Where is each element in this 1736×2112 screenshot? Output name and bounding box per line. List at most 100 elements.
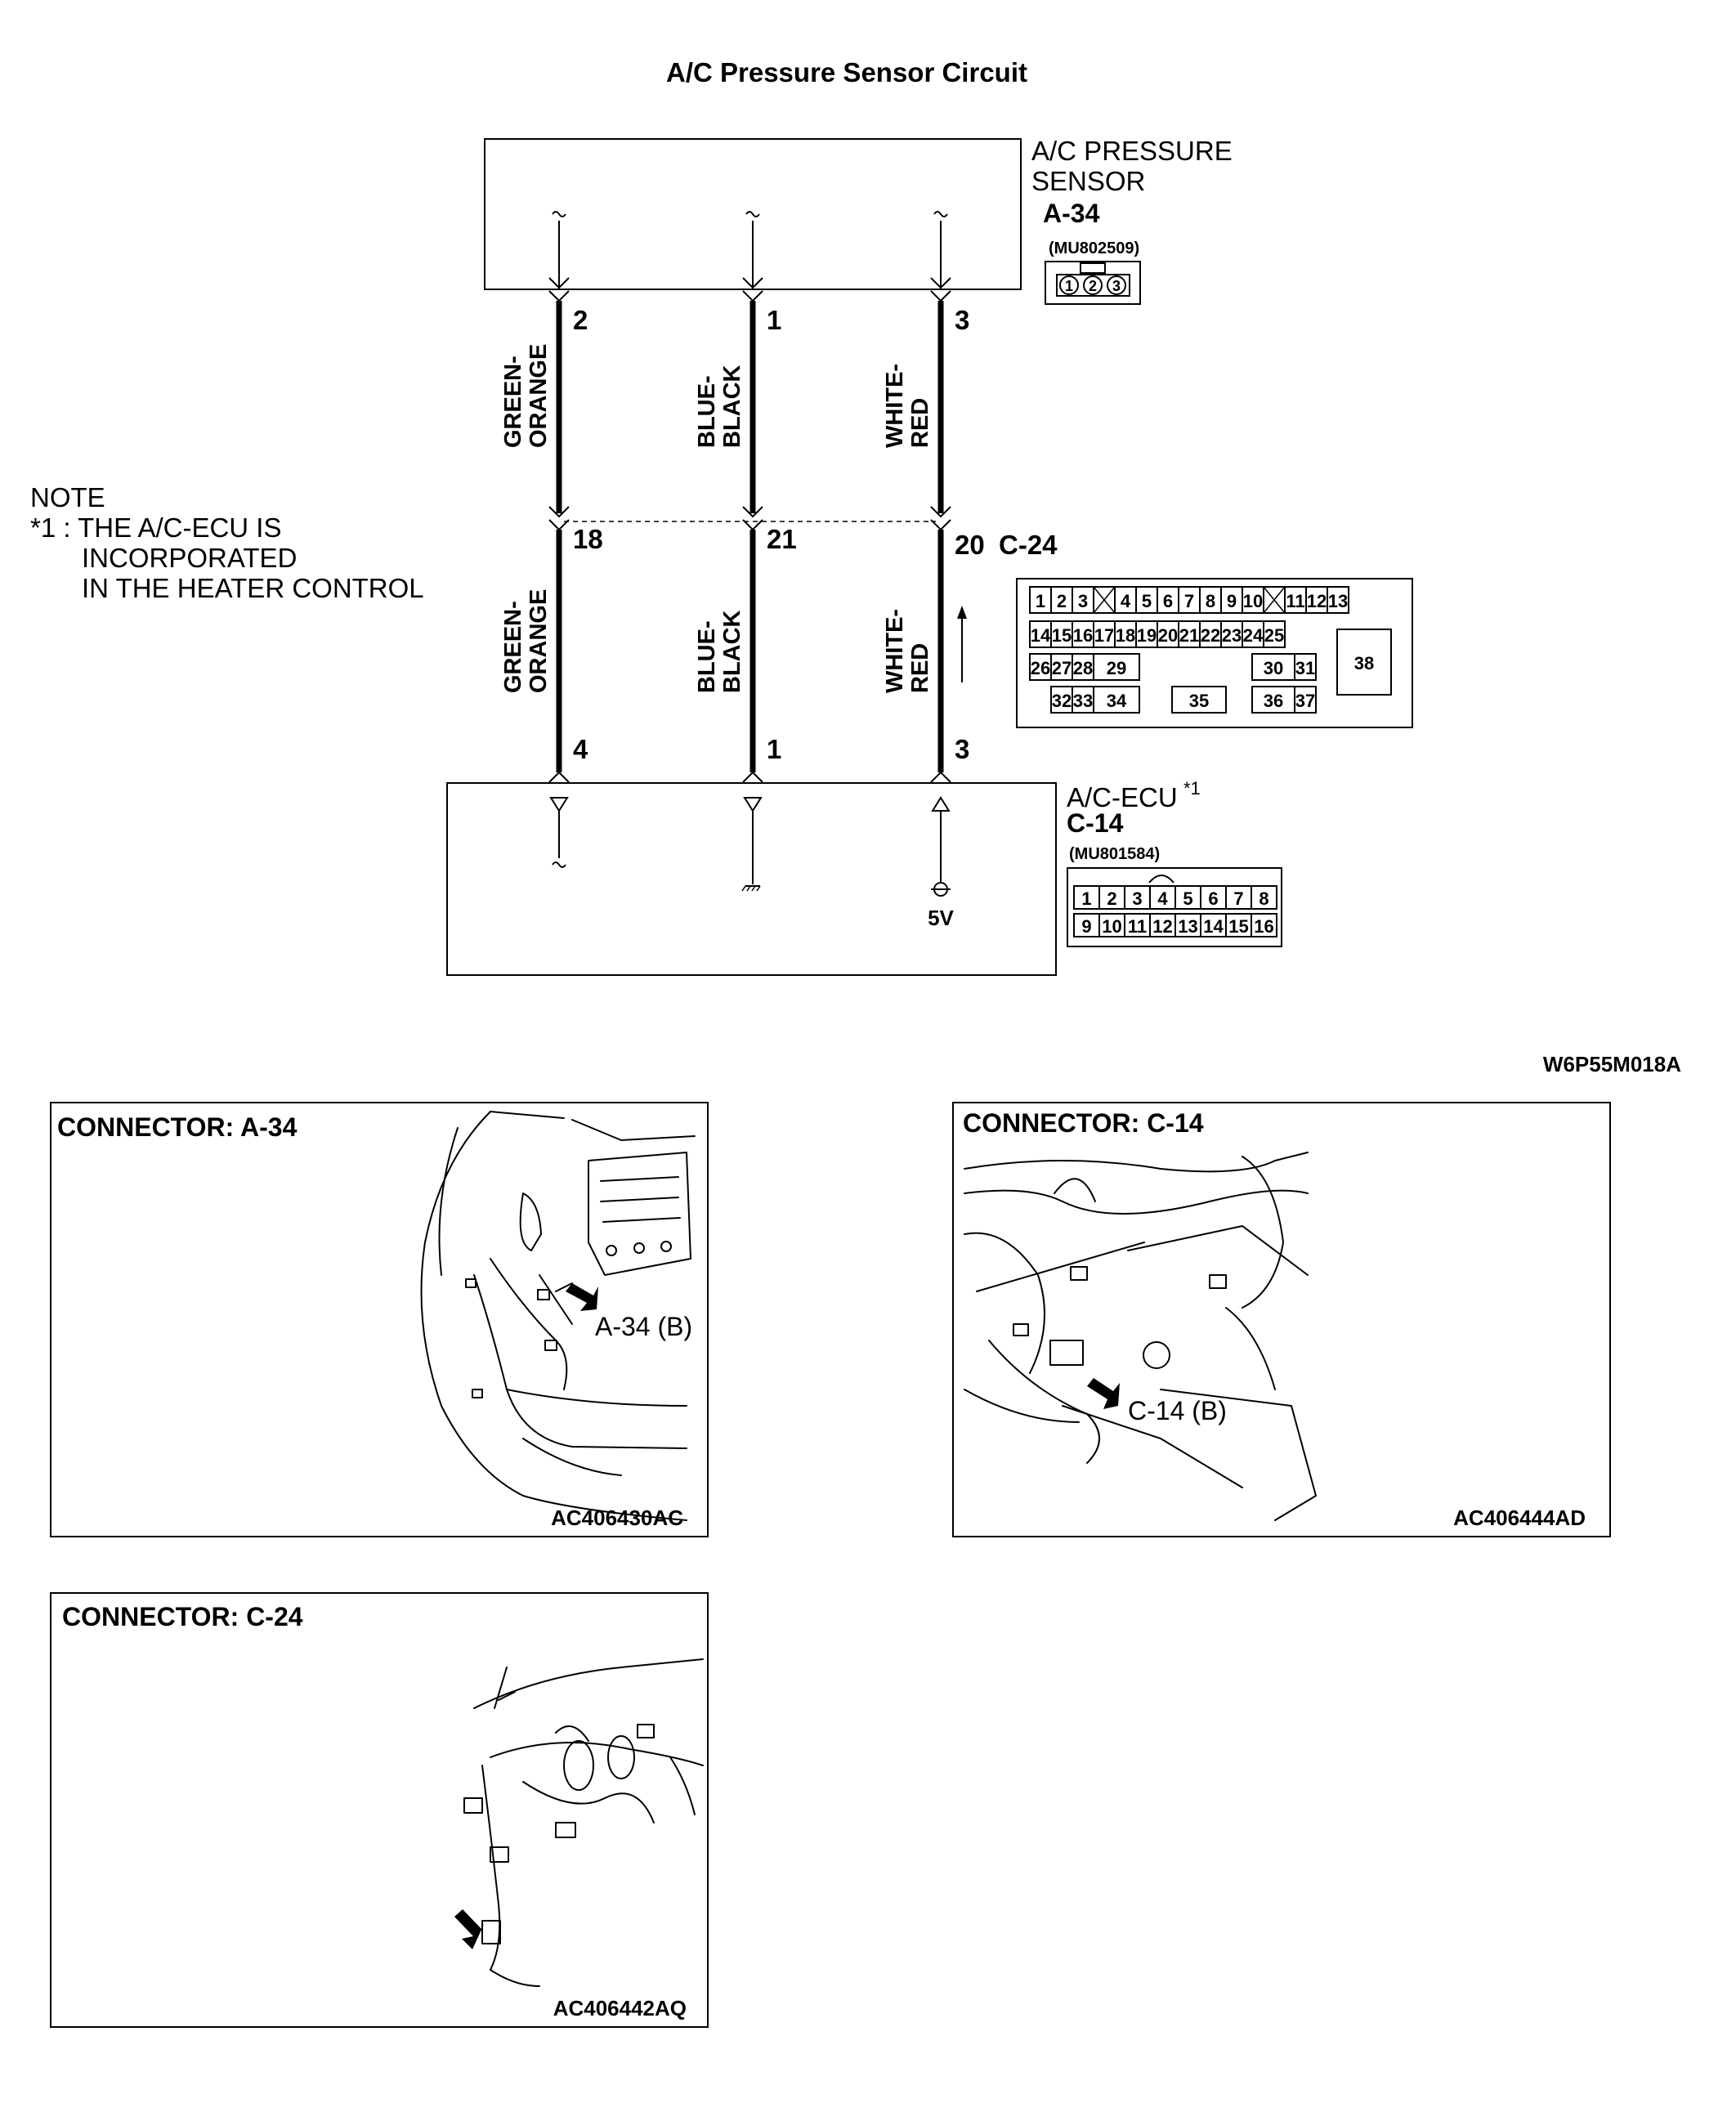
- c14-pin-4: 4: [1157, 888, 1168, 909]
- c24-pin-12: 12: [1307, 591, 1327, 611]
- wire3-color-lower-line1: WHITE-: [882, 609, 908, 693]
- c24-pin-34: 34: [1107, 691, 1127, 711]
- sensor-name-line1: A/C PRESSURE: [1031, 136, 1233, 166]
- sensor-pin-2: 2: [1089, 278, 1097, 294]
- figure-code: W6P55M018A: [1543, 1052, 1681, 1076]
- c24-pin-37: 37: [1295, 691, 1315, 711]
- panel-connector-c24: CONNECTOR: C-24 AC406442AQ: [50, 1592, 709, 2028]
- c24-pin-9: 9: [1227, 591, 1237, 611]
- panel-c14-heading: CONNECTOR: C-14: [963, 1108, 1204, 1138]
- panel-c24-heading: CONNECTOR: C-24: [62, 1602, 303, 1631]
- c14-pin-12: 12: [1152, 916, 1172, 937]
- c24-pin-38: 38: [1354, 653, 1374, 673]
- wire1-sensor-pin: 2: [573, 305, 588, 335]
- c24-pin-19: 19: [1137, 625, 1157, 646]
- c24-pin-28: 28: [1073, 658, 1093, 678]
- c24-pin-14: 14: [1031, 625, 1051, 646]
- panel-a34-callout: A-34 (B): [595, 1312, 692, 1341]
- note-heading: NOTE: [30, 482, 105, 512]
- diagram-title: A/C Pressure Sensor Circuit: [666, 57, 1027, 87]
- wire-pin-numbers: 2 1 3 18 21 20 C-24 4 1 3: [573, 305, 1058, 764]
- wire3-sensor-pin: 3: [955, 305, 969, 335]
- c14-pin-2: 2: [1107, 888, 1116, 909]
- c24-pin-26: 26: [1031, 658, 1050, 678]
- ecu-connector-label: C-14: [1067, 808, 1124, 838]
- wire1-color-lower-line1: GREEN-: [500, 601, 526, 693]
- c24-pin-3: 3: [1078, 591, 1088, 611]
- wire3-ecu-pin: 3: [955, 734, 969, 764]
- sensor-pin-3: 3: [1112, 278, 1121, 294]
- c24-pin-8: 8: [1206, 591, 1215, 611]
- wire2-color-upper-line2: BLACK: [719, 365, 745, 448]
- ecu-box: [446, 782, 1057, 976]
- sensor-connector-label: A-34: [1043, 199, 1100, 228]
- panel-connector-c14: CONNECTOR: C-14 AC406444AD C-14 (B): [952, 1102, 1611, 1537]
- c24-pin-25: 25: [1264, 625, 1284, 646]
- c14-pin-10: 10: [1102, 916, 1121, 937]
- c24-pin-7: 7: [1184, 591, 1194, 611]
- wire2-color-lower-line2: BLACK: [719, 610, 745, 693]
- c24-pin-17: 17: [1094, 625, 1114, 646]
- sensor-part-number: (MU802509): [1049, 239, 1139, 257]
- c24-pin-30: 30: [1264, 658, 1283, 678]
- wire2-junction-pin: 21: [767, 524, 797, 554]
- c24-pin-24: 24: [1243, 625, 1264, 646]
- wire1-junction-pin: 18: [573, 524, 603, 554]
- c24-pin-29: 29: [1107, 658, 1126, 678]
- sensor-pin-1: 1: [1065, 278, 1073, 294]
- ecu-part-number: (MU801584): [1069, 845, 1160, 863]
- c24-pin-21: 21: [1179, 625, 1199, 646]
- ecu-name: A/C-ECU: [1067, 782, 1178, 812]
- wire1-color-upper-line2: ORANGE: [526, 344, 552, 448]
- c14-pin-1: 1: [1081, 888, 1091, 909]
- c24-pin-4: 4: [1121, 591, 1131, 611]
- panel-c14-callout: C-14 (B): [1128, 1396, 1227, 1425]
- wire2-color-upper-line1: BLUE-: [694, 375, 720, 448]
- ecu-superscript: *1: [1183, 778, 1201, 799]
- ecu-supply-label: 5V: [928, 906, 954, 930]
- wire3-color-lower-line2: RED: [907, 643, 933, 693]
- c14-pin-9: 9: [1081, 916, 1091, 937]
- c24-pin-11: 11: [1286, 591, 1304, 611]
- c14-pin-6: 6: [1208, 888, 1218, 909]
- c24-pin-36: 36: [1264, 691, 1283, 711]
- c14-pin-7: 7: [1233, 888, 1243, 909]
- c24-pin-1: 1: [1036, 591, 1045, 611]
- junction-connector-label: C-24: [999, 530, 1058, 560]
- c24-pin-32: 32: [1052, 691, 1072, 711]
- c24-pin-13: 13: [1328, 591, 1348, 611]
- c24-pin-5: 5: [1142, 591, 1152, 611]
- c14-pin-3: 3: [1132, 888, 1142, 909]
- wire2-sensor-pin: 1: [767, 305, 781, 335]
- wire2-color-lower-line1: BLUE-: [694, 620, 720, 693]
- wire3-color-upper-line2: RED: [907, 398, 933, 448]
- sensor-name-line2: SENSOR: [1031, 166, 1145, 196]
- c24-pin-2: 2: [1057, 591, 1067, 611]
- c24-pin-31: 31: [1295, 658, 1315, 678]
- c24-pin-33: 33: [1073, 691, 1093, 711]
- wire3-color-upper-line1: WHITE-: [882, 364, 908, 448]
- wire2-ecu-pin: 1: [767, 734, 781, 764]
- c24-pin-35: 35: [1189, 691, 1209, 711]
- wire1-color-lower-line2: ORANGE: [526, 589, 552, 693]
- c24-pin-18: 18: [1116, 625, 1135, 646]
- wire3-junction-pin: 20: [955, 530, 985, 560]
- dashboard-harness-drawing: [964, 1152, 1317, 1521]
- note-block: NOTE *1 : THE A/C-ECU IS INCORPORATED IN…: [30, 482, 424, 603]
- ecu-internals: 5V: [549, 796, 955, 930]
- panel-c14-code: AC406444AD: [1453, 1506, 1586, 1530]
- c24-pin-20: 20: [1158, 625, 1178, 646]
- wire1-ecu-pin: 4: [573, 734, 588, 764]
- note-line-2: INCORPORATED: [82, 543, 297, 573]
- note-line-3: IN THE HEATER CONTROL: [82, 573, 424, 603]
- c24-pin-27: 27: [1052, 658, 1072, 678]
- c24-pin-15: 15: [1052, 625, 1072, 646]
- note-line-1: *1 : THE A/C-ECU IS: [30, 512, 281, 543]
- c14-pin-13: 13: [1178, 916, 1197, 937]
- c14-pin-14: 14: [1203, 916, 1224, 937]
- wire1-color-upper-line1: GREEN-: [500, 356, 526, 448]
- c14-pin-16: 16: [1254, 916, 1273, 937]
